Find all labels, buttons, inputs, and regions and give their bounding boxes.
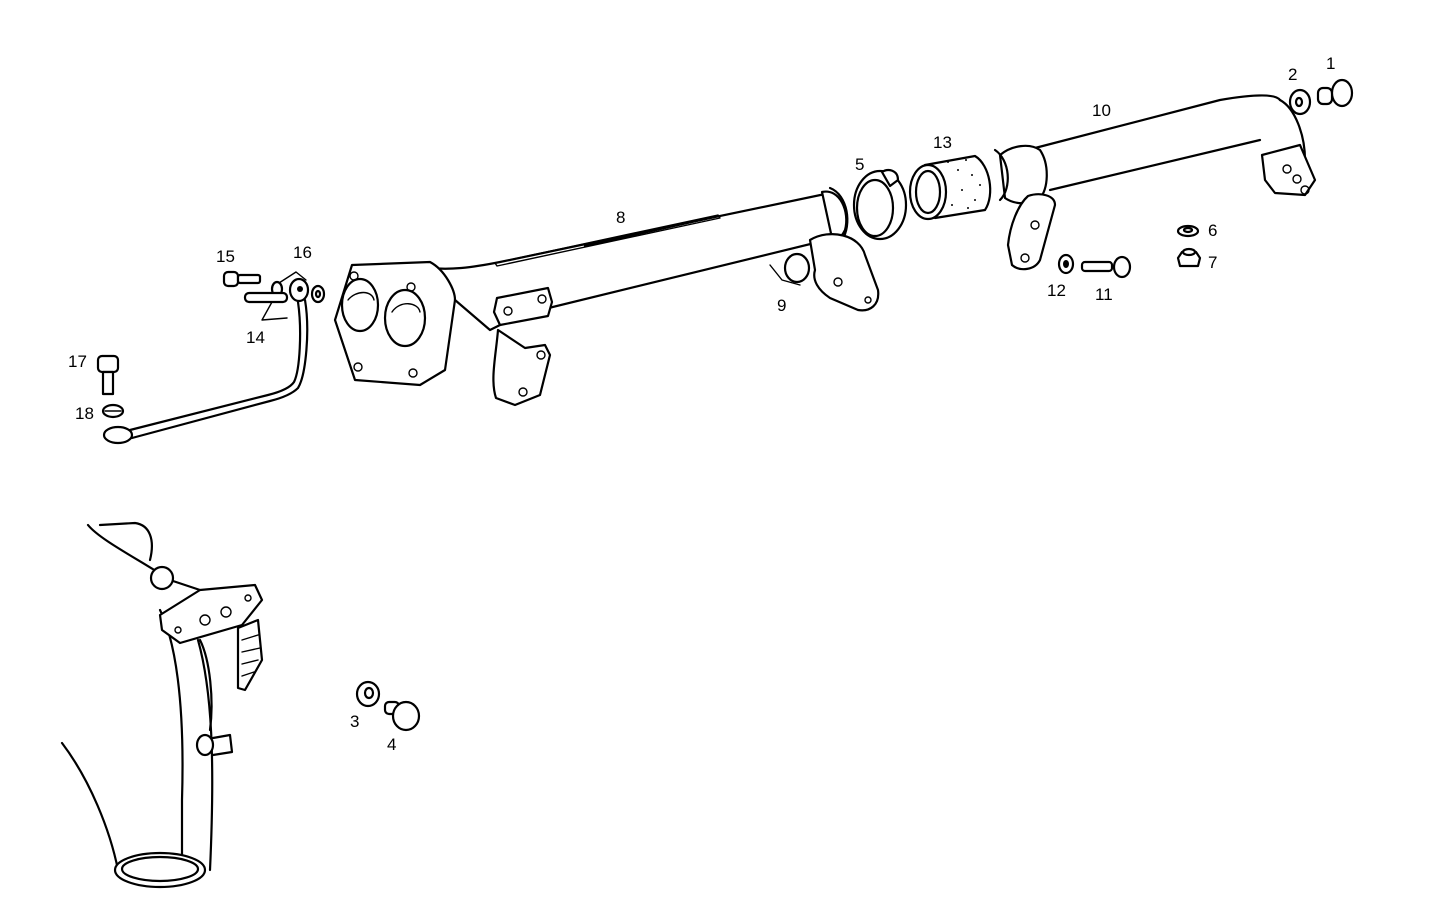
callout-4: 4 [387,735,397,754]
part-10-coolant-pipe-rear [993,94,1317,271]
callout-10: 10 [1092,101,1111,120]
callout-17: 17 [68,352,87,371]
part-6-washer [1176,224,1200,238]
callout-15: 15 [216,247,235,266]
part-1-plug-screw [1316,78,1354,108]
callout-1: 1 [1326,54,1336,73]
part-4-plug-screw [383,700,421,732]
callout-18: 18 [75,404,94,423]
callout-14: 14 [246,328,265,347]
callout-7: 7 [1208,253,1218,272]
part-15-banjo-bolt [222,270,262,288]
callout-13: 13 [933,133,952,152]
part-17-banjo-bolt [96,354,120,396]
engine-housing [60,521,264,889]
part-8-coolant-pipe-front [333,186,849,407]
callout-9: 9 [777,296,787,315]
callout-8: 8 [616,208,626,227]
callout-11: 11 [1095,285,1113,304]
part-2-sealing-washer [1288,88,1312,116]
part-3-sealing-washer [355,680,381,708]
part-12-washer [1057,253,1075,275]
callout-6: 6 [1208,221,1218,240]
part-9-mounting-bracket [769,233,880,312]
callout-12: 12 [1047,281,1066,300]
part-14-pipe-line [102,277,310,445]
callout-5: 5 [855,155,865,174]
callout-2: 2 [1288,65,1298,84]
part-7-nut [1176,247,1202,268]
callout-16: 16 [293,243,312,262]
part-5-hose-clamp [852,169,908,241]
callout-3: 3 [350,712,360,731]
part-18-sealing-ring [101,403,125,419]
part-11-bolt [1080,255,1132,279]
part-13-connecting-hose [908,154,992,221]
